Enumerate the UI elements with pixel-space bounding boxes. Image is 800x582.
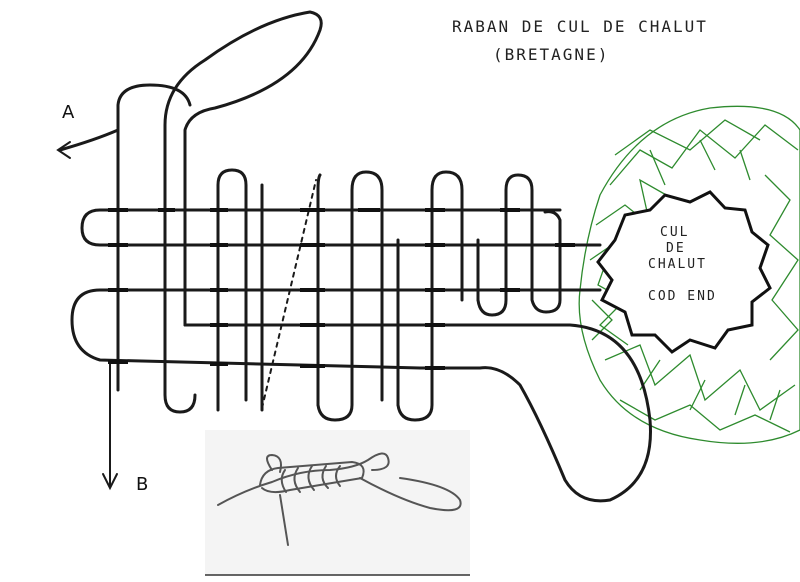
- title-line-1: RABAN DE CUL DE CHALUT: [452, 17, 708, 36]
- cod-end-label-en: COD END: [648, 289, 717, 304]
- knot-inset: [205, 430, 470, 576]
- label-a: A: [62, 102, 75, 123]
- rope-dotted-strand: [261, 179, 317, 409]
- rope-vertical-loops: [163, 168, 562, 422]
- arrow-b: [102, 359, 118, 491]
- crossing-marks: [108, 208, 575, 370]
- rope-horizontal-passes: [70, 208, 652, 503]
- cod-end-label-1: CUL: [660, 225, 689, 240]
- cod-end-net: [578, 105, 800, 444]
- title-line-2: (BRETAGNE): [493, 45, 609, 64]
- cod-end-label-3: CHALUT: [648, 257, 707, 272]
- label-b: B: [136, 474, 148, 495]
- cod-end-label-2: DE: [666, 241, 686, 256]
- rope-top-loop: [56, 10, 323, 392]
- cod-end-ring: [596, 190, 772, 354]
